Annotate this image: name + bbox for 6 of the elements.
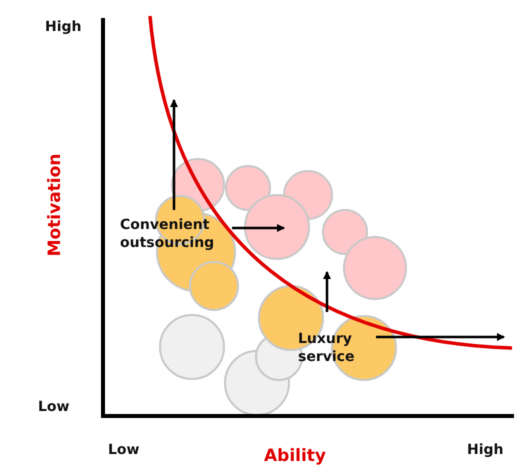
- axis-tick-label: Low: [108, 441, 140, 459]
- axis-tick-label: High: [45, 18, 82, 36]
- axis-tick-label: High: [467, 441, 504, 459]
- axis-title: Motivation: [46, 154, 64, 256]
- axis-tick-label: Low: [38, 398, 70, 416]
- axis-title: Ability: [264, 447, 326, 465]
